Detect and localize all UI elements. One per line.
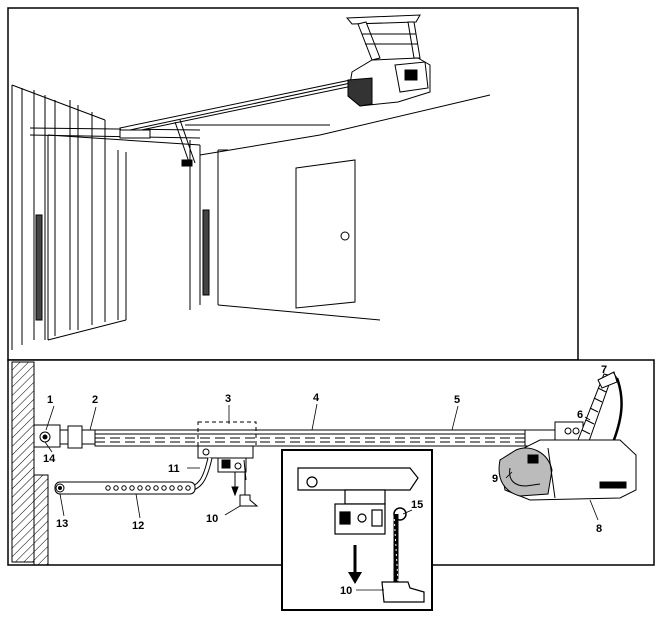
interior-door (295, 159, 356, 309)
callout-14: 14 (43, 453, 56, 465)
release-detail-inset (281, 449, 433, 611)
callout-1: 1 (47, 394, 53, 406)
rail-assembly-panel: 1 2 3 4 5 6 7 8 9 10 11 12 13 14 15 10 (7, 359, 655, 611)
callout-10-inset: 10 (340, 585, 352, 597)
garage-door-frame (11, 84, 491, 350)
header-bracket (33, 424, 61, 448)
power-cord (610, 377, 623, 446)
inset-trolley (297, 467, 419, 535)
callout-5: 5 (454, 394, 460, 406)
callout-10: 10 (206, 513, 218, 525)
callout-3: 3 (225, 393, 231, 405)
callout-6: 6 (577, 409, 583, 421)
rail-rear-section (524, 421, 584, 447)
opener-motor-unit (498, 439, 637, 501)
inset-release-handle (381, 581, 425, 603)
callout-9: 9 (492, 473, 498, 485)
straight-door-arm (54, 481, 196, 495)
door-header-block (33, 474, 49, 566)
garage-overview-panel (7, 7, 579, 361)
release-cord-small (231, 472, 259, 507)
callout-8: 8 (596, 523, 602, 535)
callout-2: 2 (92, 394, 98, 406)
callout-11: 11 (168, 463, 180, 475)
pull-down-arrow (348, 545, 362, 584)
hanging-bracket (577, 371, 618, 445)
callout-12: 12 (132, 520, 144, 532)
callout-13: 13 (56, 518, 68, 530)
callout-4: 4 (313, 392, 320, 404)
rail-front-section (59, 425, 96, 449)
callout-15: 15 (411, 499, 423, 511)
callout-leaders (44, 371, 618, 591)
callout-labels: 1 2 3 4 5 6 7 8 9 10 11 12 13 14 15 10 (43, 364, 607, 597)
trolley-outline (197, 421, 257, 447)
opener-unit-overview (345, 14, 431, 107)
inset-release-cord (393, 507, 407, 583)
main-rail (94, 429, 526, 447)
spring-tracks (35, 209, 210, 321)
callout-7: 7 (601, 364, 607, 376)
trolley (197, 445, 254, 481)
top-panel-frame (7, 7, 579, 361)
header-wall (11, 361, 35, 563)
